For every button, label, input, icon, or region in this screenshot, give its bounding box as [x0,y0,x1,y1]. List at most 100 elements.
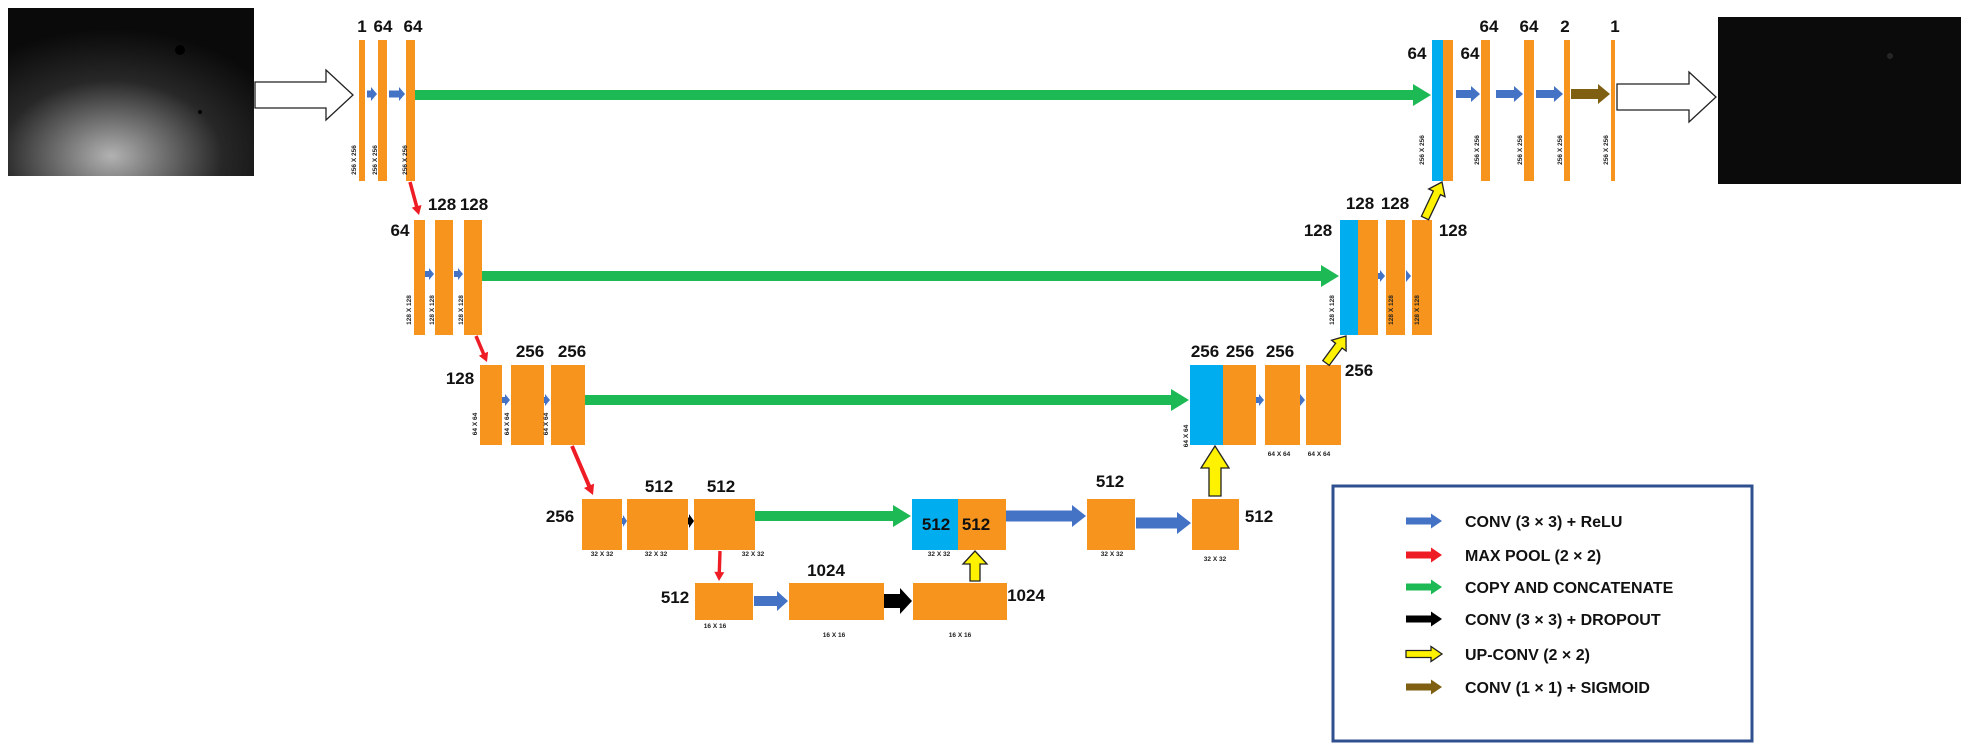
label-l2-dec-b: 128 [1381,194,1409,213]
sigmoid-arrow [1571,84,1610,104]
input-image [8,8,254,176]
block-l5-in [695,583,753,620]
conv-arrow-dec-l2-2 [1406,270,1411,282]
dim-l5-in: 16 X 16 [704,623,727,630]
legend-box [1331,484,1754,743]
label-l2-dec-concat: 128 [1304,221,1332,240]
dim-l1-dec-b: 256 X 256 [1517,135,1524,165]
dim-l1-in: 256 X 256 [351,145,358,175]
block-l2-dec-a [1386,220,1405,335]
conv-arrow-l2-2 [454,268,463,280]
block-l1-dec-a [1481,40,1490,181]
label-l3-a: 256 [516,342,544,361]
label-l3-b: 256 [558,342,586,361]
block-l1-dec-d [1611,40,1615,181]
label-l1-dec-concat: 64 [1408,44,1427,63]
legend-label-4: CONV (3 × 3) + DROPOUT [1465,612,1661,629]
label-l1-a: 64 [374,17,393,36]
block-l2-dec-b [1412,220,1432,335]
conv-arrow-dec-l4-2 [1136,512,1191,534]
conv-arrow-l4-1 [622,515,627,527]
label-l4-a: 512 [645,477,673,496]
block-l2-in [414,220,425,335]
legend-arrow-5 [1405,645,1444,663]
dim-l2-dec-concat: 128 X 128 [1329,295,1336,325]
dropout-arrow-l5 [884,588,912,614]
dim-l2-dec-a: 128 X 128 [1388,295,1395,325]
block-l1-dec-c [1564,40,1570,181]
upconv-arrow-l5 [961,550,989,582]
dim-l3-dec-c: 64 X 64 [1308,451,1331,458]
conv-arrow-dec-l1-3 [1536,86,1563,102]
legend-arrow-1 [1406,513,1442,529]
conv-arrow-dec-l1-1 [1456,86,1480,102]
dimension-labels: 256 X 256 256 X 256 256 X 256 256 X 256 … [351,135,1610,639]
block-l3-b [551,365,585,445]
conv-arrow-l3-2 [544,394,550,406]
label-l3-dec-b: 256 [1266,342,1294,361]
label-l5-in: 512 [661,588,689,607]
label-l4-dec-concat: 512 [922,515,950,534]
label-l3-in: 128 [446,369,474,388]
label-l1-in: 1 [357,17,366,36]
dim-l5-a: 16 X 16 [823,632,846,639]
label-l2-dec-a: 128 [1346,194,1374,213]
label-l4-in: 256 [546,507,574,526]
legend-arrow-4 [1406,611,1442,627]
legend-arrow-2 [1406,547,1442,563]
label-l4-dec-c: 512 [1245,507,1273,526]
conv-arrow-l3-1 [502,394,510,406]
block-l4-dec-b [1087,499,1135,550]
block-l1-dec-concat-b [1443,40,1453,181]
label-l4-dec-b: 512 [1096,472,1124,491]
upconv-arrow-l2 [1420,181,1446,221]
block-l3-dec-concat [1190,365,1223,445]
label-l4-b: 512 [707,477,735,496]
copy-arrow-l1 [415,84,1431,106]
dim-l2-a: 128 X 128 [429,295,436,325]
operation-arrows [254,68,1717,614]
label-l5-b: 1024 [1007,586,1045,605]
feature-blocks [359,40,1615,620]
output-image [1718,17,1961,184]
dim-l2-dec-b: 128 X 128 [1414,295,1421,325]
conv-arrow-dec-l3-2 [1300,394,1305,406]
label-l2-b: 128 [460,195,488,214]
label-l1-dec-d: 2 [1560,17,1569,36]
legend-label-1: CONV (3 × 3) + ReLU [1465,514,1622,531]
block-l4-dec-concat-b [958,499,1006,550]
channel-labels: 1 64 64 64 64 64 64 2 1 64 128 128 128 1… [357,17,1619,607]
block-l2-a [435,220,453,335]
label-l1-dec-a: 64 [1461,44,1480,63]
block-l4-a [627,499,688,550]
label-l2-a: 128 [428,195,456,214]
copy-arrow-l3 [585,389,1189,411]
block-l1-dec-b [1524,40,1534,181]
legend-label-2: MAX POOL (2 × 2) [1465,548,1601,565]
legend-arrow-6 [1406,679,1442,695]
dim-l1-dec-a: 256 X 256 [1474,135,1481,165]
maxpool-arrow-l4 [714,550,725,581]
label-l2-in: 64 [391,221,410,240]
legend-label-6: CONV (1 × 1) + SIGMOID [1465,680,1650,697]
dim-l4-b: 32 X 32 [742,551,765,558]
legend-label-5: UP-CONV (2 × 2) [1465,647,1590,664]
label-l2-dec-c: 128 [1439,221,1467,240]
block-l5-b [913,583,1007,620]
dim-l3-in: 64 X 64 [472,412,479,435]
upconv-arrow-l4 [1199,444,1231,497]
block-l3-dec-b [1265,365,1300,445]
dim-l4-dec-c: 32 X 32 [1204,556,1227,563]
dim-l1-dec-c: 256 X 256 [1557,135,1564,165]
block-l2-b [464,220,482,335]
block-l1-a [378,40,387,181]
block-l4-dec-concat [912,499,958,550]
label-l3-dec-a: 256 [1226,342,1254,361]
legend-arrow-3 [1406,579,1442,595]
dim-l1-a: 256 X 256 [372,145,379,175]
conv-arrow-dec-l2-1 [1378,270,1385,282]
maxpool-arrow-l1 [408,181,422,215]
conv-arrow-dec-l1-2 [1496,86,1523,102]
block-l1-in [359,40,365,181]
